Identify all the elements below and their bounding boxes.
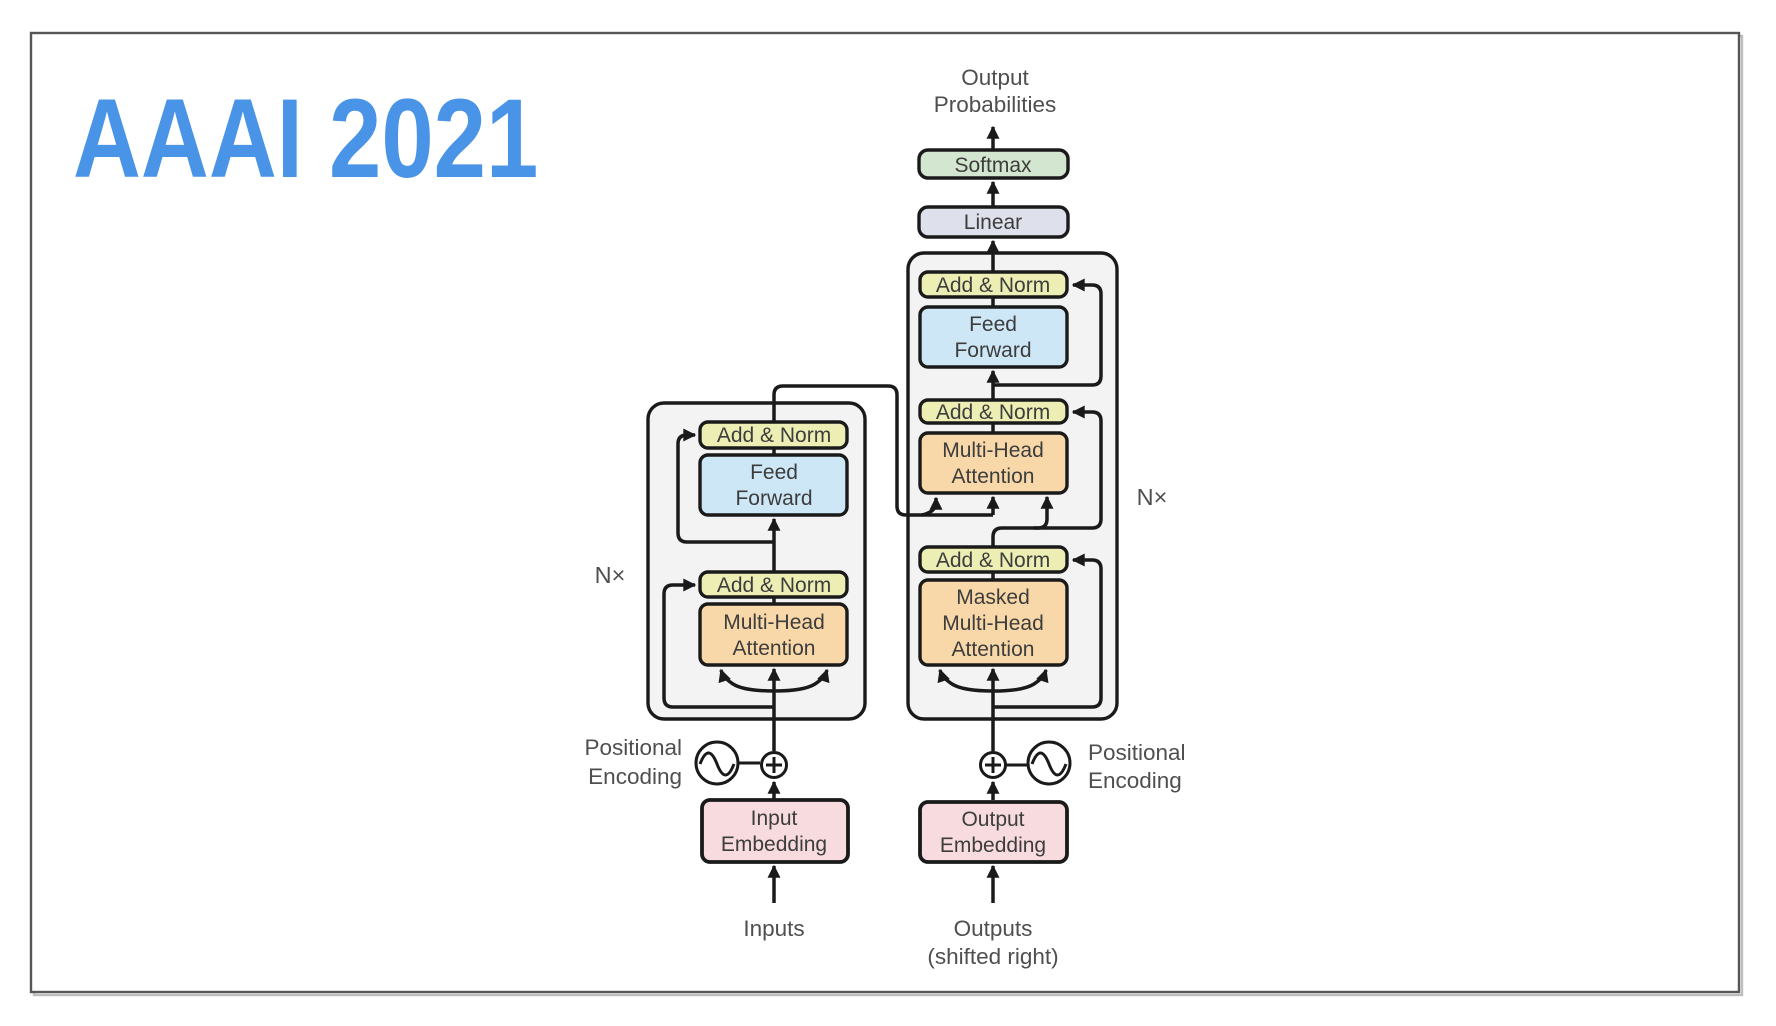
feed-forward-label: Feed xyxy=(969,313,1017,336)
positional-symbols xyxy=(694,740,1072,786)
positional-encoding-label-left: Encoding xyxy=(588,764,682,789)
encoder-add-norm-low-box xyxy=(698,570,849,599)
decoder-residual-cross xyxy=(1034,405,1103,530)
cross-attn-key-arrow xyxy=(921,496,943,517)
encoder-residual-upper xyxy=(676,428,774,544)
block-labels: Softmax Linear Add & Norm Feed Forward A… xyxy=(717,154,1050,857)
encoder-self-attn-left-arrow xyxy=(718,668,775,693)
sine-wave-icon xyxy=(698,751,736,777)
decoder-add-norm-mid-box xyxy=(918,398,1069,425)
encoder-container xyxy=(646,401,867,721)
diagram-root xyxy=(646,125,1119,903)
slide-title-group: AAAI 2021 xyxy=(73,75,538,201)
output-embedding-box xyxy=(918,800,1069,864)
feed-forward-label: Forward xyxy=(735,487,812,510)
linear-label: Linear xyxy=(964,211,1022,234)
output-embedding-label: Embedding xyxy=(940,834,1046,857)
decoder-feed-forward-box xyxy=(918,305,1069,369)
feed-forward-label: Forward xyxy=(954,339,1031,362)
cross-attn-query-arrow xyxy=(991,495,1054,547)
encoder-n-times-label: N× xyxy=(595,562,626,588)
outputs-label: Outputs xyxy=(954,916,1033,941)
blocks xyxy=(698,148,1070,864)
add-norm-label: Add & Norm xyxy=(936,549,1050,572)
input-embedding-label: Embedding xyxy=(721,833,827,856)
softmax-label: Softmax xyxy=(954,154,1032,177)
input-embedding-label: Input xyxy=(751,807,798,830)
decoder-n-times-label: N× xyxy=(1137,484,1168,510)
masked-attention-label: Attention xyxy=(952,638,1035,661)
connectors xyxy=(662,125,1103,903)
input-embedding-box xyxy=(700,798,850,864)
encoder-self-attn-right-arrow xyxy=(773,668,830,693)
plus-cross-icon xyxy=(985,757,1001,773)
encoder-multi-head-attention-box xyxy=(698,602,849,667)
masked-attention-label: Masked xyxy=(956,586,1030,609)
masked-multi-head-attention-box xyxy=(918,578,1069,667)
add-norm-label: Add & Norm xyxy=(717,574,831,597)
positional-encoding-label-left: Positional xyxy=(584,735,682,760)
decoder-residual-masked xyxy=(993,553,1103,709)
positional-encoding-label-right: Encoding xyxy=(1088,768,1182,793)
linear-box xyxy=(917,205,1070,239)
encoder-feed-forward-box xyxy=(698,453,849,517)
decoder-residual-top xyxy=(993,278,1103,387)
encoder-to-decoder-feed xyxy=(772,384,993,517)
multi-head-attention-label: Multi-Head xyxy=(942,439,1044,462)
positional-encoding-label-right: Positional xyxy=(1088,740,1186,765)
output-probabilities-label: Probabilities xyxy=(934,92,1057,117)
decoder-self-attn-right-arrow xyxy=(992,668,1049,693)
decoder-self-attn-left-arrow xyxy=(937,668,994,693)
plus-cross-icon xyxy=(766,757,782,773)
decoder-add-norm-low-box xyxy=(918,545,1069,574)
multi-head-attention-label: Multi-Head xyxy=(723,611,825,634)
sine-wave-icon xyxy=(1030,751,1068,777)
masked-attention-label: Multi-Head xyxy=(942,612,1044,635)
softmax-box xyxy=(917,148,1070,180)
feed-forward-label: Feed xyxy=(750,461,798,484)
multi-head-attention-label: Attention xyxy=(733,637,816,660)
add-norm-label: Add & Norm xyxy=(936,274,1050,297)
outer-labels: Output Probabilities N× N× Positional En… xyxy=(584,65,1185,969)
output-embedding-label: Output xyxy=(961,808,1024,831)
output-probabilities-label: Output xyxy=(961,65,1029,90)
add-norm-label: Add & Norm xyxy=(936,401,1050,424)
outputs-shifted-label: (shifted right) xyxy=(927,944,1058,969)
add-norm-label: Add & Norm xyxy=(717,424,831,447)
inputs-label: Inputs xyxy=(743,916,804,941)
decoder-multi-head-attention-box xyxy=(918,431,1069,495)
page-title: AAAI 2021 xyxy=(73,75,538,201)
encoder-add-norm-top-box xyxy=(698,420,849,450)
encoder-residual-lower xyxy=(662,578,774,709)
decoder-add-norm-top-box xyxy=(918,270,1069,299)
multi-head-attention-label: Attention xyxy=(952,465,1035,488)
slide-frame xyxy=(29,31,1741,994)
